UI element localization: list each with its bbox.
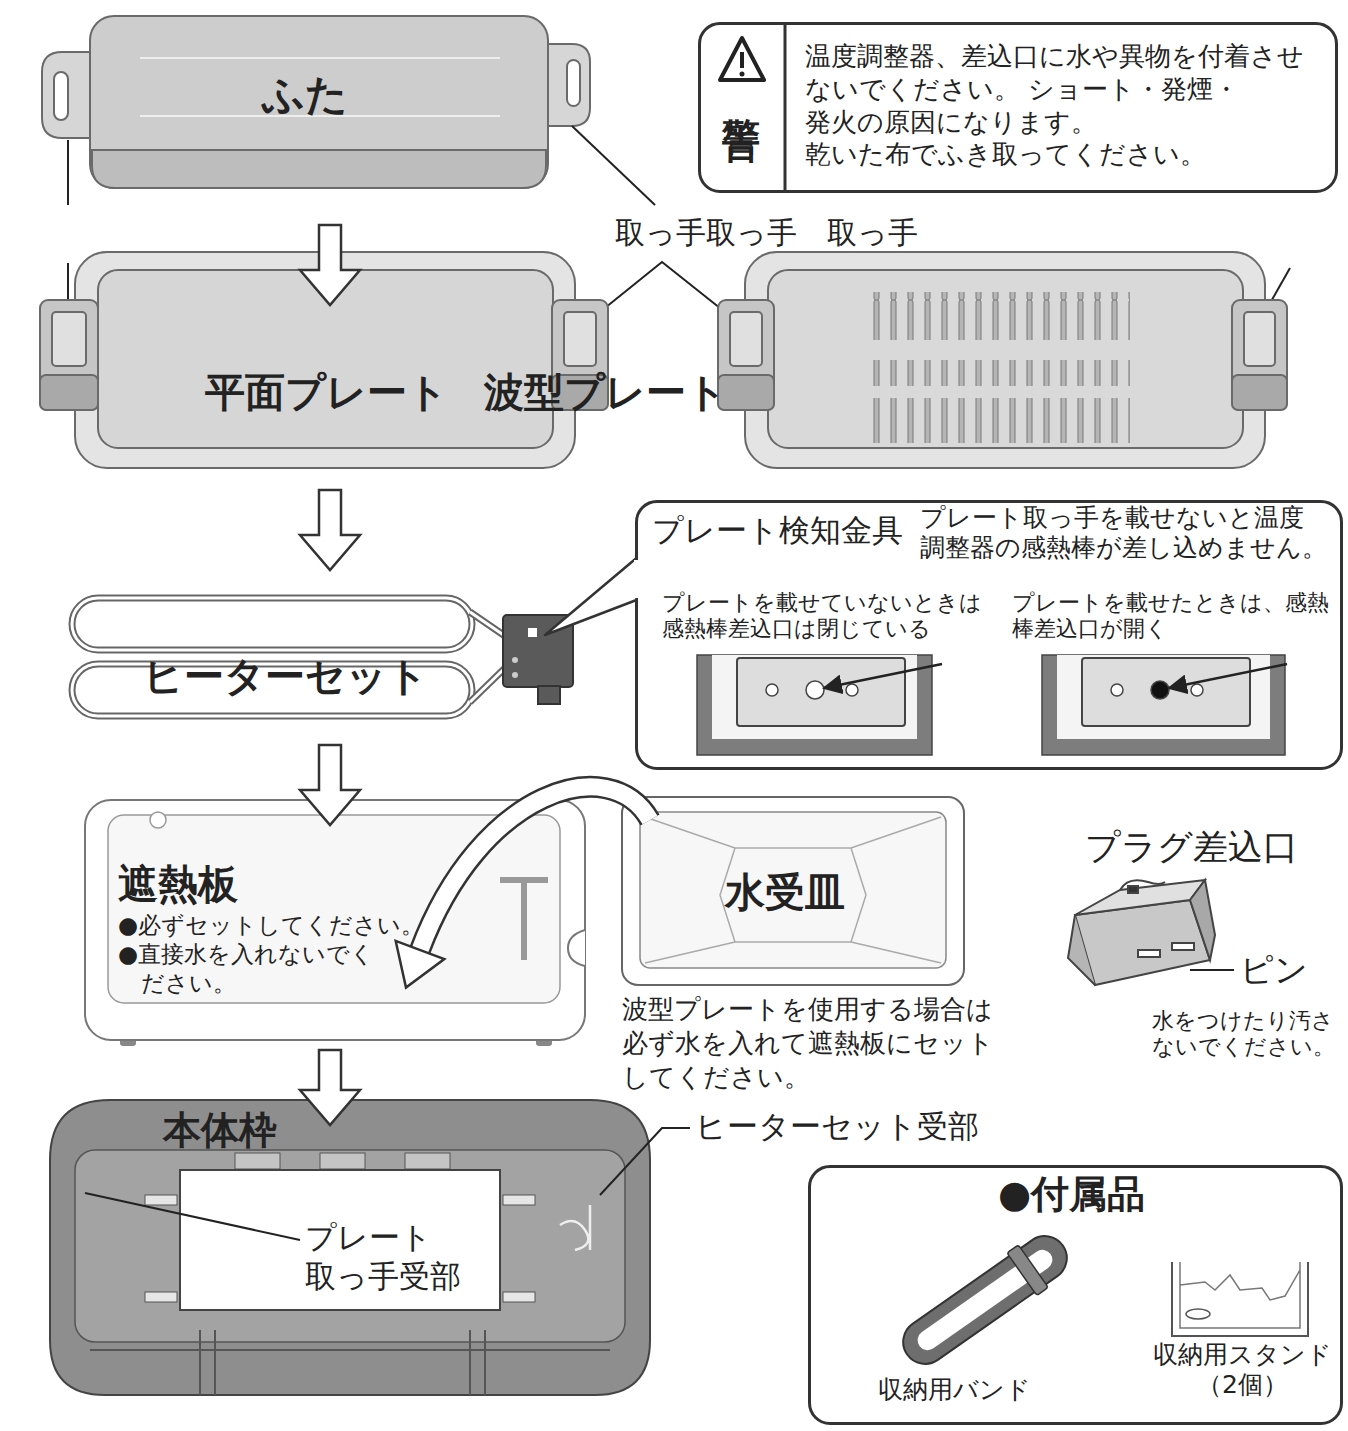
part-label: プラグ差込口 (1085, 826, 1298, 868)
part-name: 波型プレート (484, 368, 727, 416)
callout-text: プレート取っ手を載せないと温度 調整器の感熱棒が差し込めません。 (920, 503, 1340, 563)
connector (300, 745, 360, 825)
callout-text: プレートを載せたときは、感熱 棒差込口が開く (1012, 590, 1347, 643)
callout-text: プレートを載せていないときは 感熱棒差込口は閉じている (662, 590, 1002, 643)
flat-plate-drawing (40, 252, 608, 468)
connector (545, 558, 637, 635)
part-name: 水受皿 (725, 868, 845, 916)
pin-label: ピン (1240, 950, 1308, 990)
heater-drawing (72, 598, 505, 716)
part-label: ヒーターセット受部 (695, 1108, 979, 1145)
part-box: 水受皿 (620, 795, 965, 985)
part-box: ふた (40, 15, 590, 192)
part-box: 平面プレート (40, 252, 610, 470)
part-label: 取っ手取っ手 取っ手 (615, 215, 918, 251)
connector (300, 490, 360, 570)
note-text: 水をつけたり汚さ ないでください。 (1152, 1008, 1348, 1061)
part-box: 波型プレート (718, 252, 1287, 470)
part-box: ヒーターセット (65, 590, 580, 720)
note-text: 波型プレートを使用する場合は 必ず水を入れて遮熱板にセット してください。 (622, 993, 1017, 1094)
warning-box: 警告 温度調整器、差込口に水や異物を付着させ ないでください。 ショート・発煙・発… (698, 22, 1338, 193)
heat-shield-drawing (85, 800, 585, 1046)
detector-open (1042, 655, 1287, 755)
part-name: 遮熱板 (118, 860, 238, 908)
part-name: 平面プレート (205, 368, 448, 416)
accessory-name: 収納用バンド (878, 1375, 1031, 1405)
part-box: 遮熱板 ●必ずセットしてください。●直接水を入れないでく ださい。 (85, 800, 585, 1045)
connector (300, 225, 360, 305)
callout-heading: プレート検知金具 (652, 512, 903, 549)
part-label: プレート 取っ手受部 (305, 1218, 480, 1296)
accessory-box: ●付属品収納用バンド 収納用スタンド （2個） (808, 1165, 1343, 1425)
connector (300, 1050, 360, 1125)
note-text: ●必ずセットしてください。 (118, 912, 448, 940)
part-name: ふた (262, 70, 348, 120)
detector-closed (697, 655, 942, 755)
wave-plate-drawing (718, 252, 1287, 468)
frame-drawing (50, 1100, 650, 1395)
water-tray-drawing (622, 797, 964, 985)
accessory-heading: ●付属品 (998, 1172, 1145, 1218)
warning-text: 温度調整器、差込口に水や異物を付着させ ないでください。 ショート・発煙・発火の… (805, 40, 1330, 171)
lid-drawing (42, 16, 590, 188)
callout-box: プレート検知金具プレート取っ手を載せないと温度 調整器の感熱棒が差し込めません。… (635, 500, 1343, 770)
connector (396, 787, 650, 988)
accessory-name: 収納用スタンド （2個） (1140, 1340, 1345, 1400)
part-name: ヒーターセット (143, 652, 428, 700)
part-name: 本体枠 (163, 1108, 277, 1154)
note-text: ●直接水を入れないでく ださい。 (118, 940, 408, 998)
warning-heading: 警告 (722, 88, 760, 96)
